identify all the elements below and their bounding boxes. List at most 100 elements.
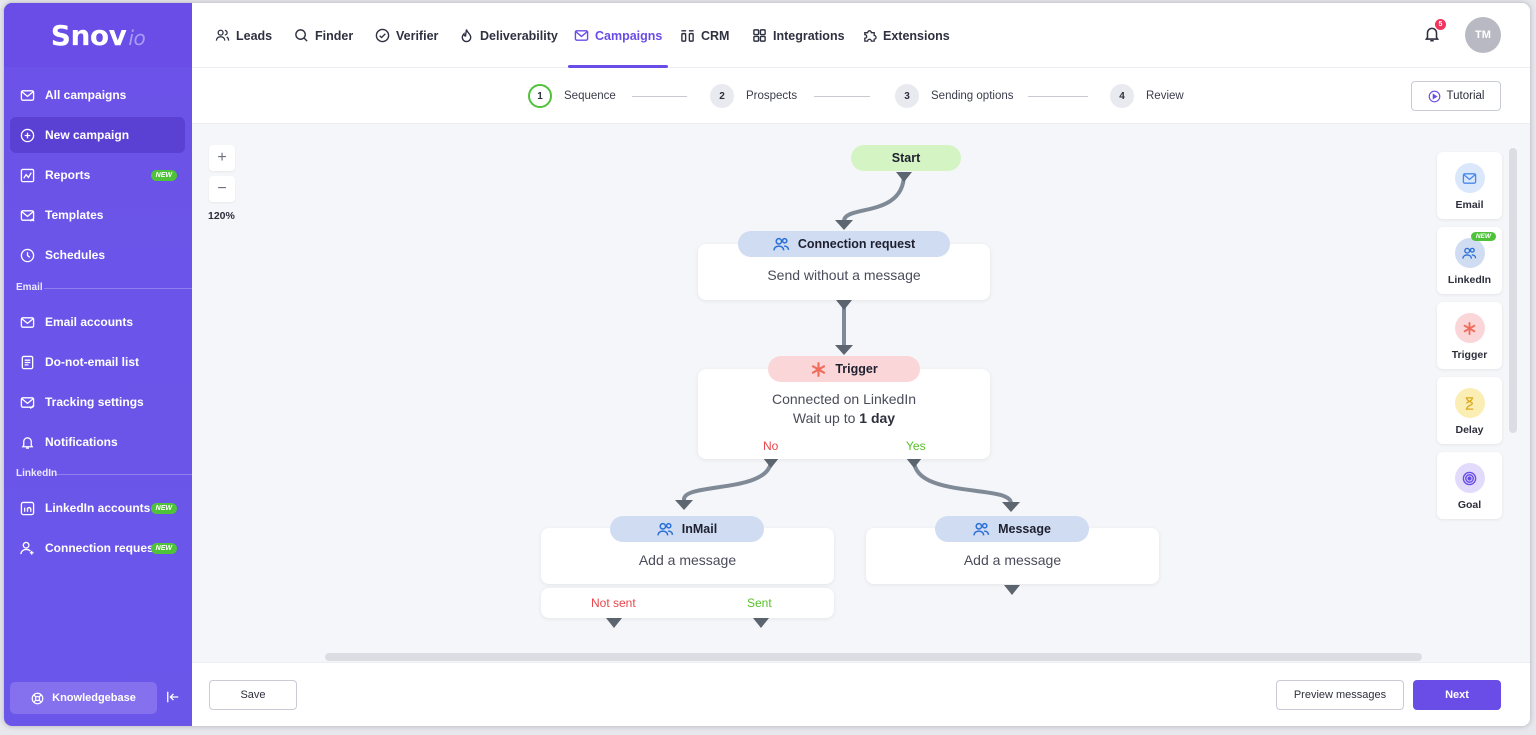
sidebar-section-linkedin: LinkedIn	[4, 468, 192, 479]
mail-icon	[20, 316, 35, 328]
inmail-title: InMail	[681, 522, 718, 536]
sidebar-section-email: Email	[4, 282, 192, 293]
users-icon	[1462, 247, 1477, 259]
connector-trigger-to-inmail	[682, 458, 773, 502]
palette-goal-icon-wrap	[1454, 463, 1485, 493]
step-number: 3	[895, 84, 919, 108]
inmail-branch-sent: Sent	[747, 596, 772, 610]
trigger-branch-no: No	[763, 439, 779, 453]
sidebar-item-label: Email accounts	[45, 315, 134, 329]
palette-goal[interactable]: Goal	[1437, 452, 1502, 519]
sidebar-item-label: Templates	[45, 208, 104, 222]
notifications-bell-icon[interactable]	[1423, 25, 1441, 43]
horizontal-scrollbar[interactable]	[325, 653, 1422, 661]
knowledgebase-button[interactable]: Knowledgebase	[10, 682, 157, 714]
palette-email[interactable]: Email	[1437, 152, 1502, 219]
nav-deliverability[interactable]: Deliverability	[459, 3, 558, 68]
trigger-node[interactable]: Connected on LinkedIn Wait up to 1 day	[698, 369, 990, 459]
step-label: Prospects	[746, 90, 798, 102]
brand-name: Snov	[50, 18, 127, 52]
clock-icon	[20, 248, 35, 262]
step-sequence[interactable]: 1 Sequence	[528, 83, 616, 109]
message-body: Add a message	[963, 552, 1062, 568]
sidebar-item-tracking-settings[interactable]: Tracking settings	[10, 384, 185, 420]
campaign-steps-bar: 1 Sequence 2 Prospects 3 Sending options…	[192, 68, 1530, 124]
zoom-in-button[interactable]: +	[209, 145, 235, 171]
new-badge: NEW	[150, 542, 177, 554]
sidebar-item-schedules[interactable]: Schedules	[10, 237, 185, 273]
sidebar-item-all-campaigns[interactable]: All campaigns	[10, 77, 185, 113]
vertical-scrollbar[interactable]	[1509, 148, 1517, 433]
lifebuoy-icon	[31, 692, 44, 704]
check-circle-icon	[375, 28, 390, 43]
step-sending-options[interactable]: 3 Sending options	[895, 83, 1013, 109]
arrow-trigger-no-out	[763, 458, 779, 468]
nav-label: Finder	[315, 28, 354, 43]
inmail-branch-not-sent: Not sent	[591, 596, 636, 610]
step-review[interactable]: 4 Review	[1110, 83, 1184, 109]
preview-messages-button[interactable]: Preview messages	[1276, 680, 1404, 710]
footer-bar: Save Preview messages Next	[192, 662, 1530, 726]
message-header[interactable]: Message	[935, 516, 1089, 542]
palette-linkedin[interactable]: NEW LinkedIn	[1437, 227, 1502, 294]
target-icon	[1462, 471, 1477, 485]
step-connector	[1028, 96, 1088, 97]
inmail-branches: Not sent Sent	[541, 588, 834, 618]
nav-finder[interactable]: Finder	[294, 3, 353, 68]
arrow-inmail-in	[675, 500, 693, 510]
list-doc-icon	[21, 355, 34, 369]
save-button[interactable]: Save	[209, 680, 297, 710]
sidebar-item-linkedin-accounts[interactable]: LinkedIn accounts NEW	[10, 490, 185, 526]
sidebar-item-email-accounts[interactable]: Email accounts	[10, 304, 185, 340]
palette-delay[interactable]: Delay	[1437, 377, 1502, 444]
nav-campaigns[interactable]: Campaigns	[567, 3, 669, 68]
hourglass-icon	[1465, 396, 1474, 410]
nav-label: Integrations	[773, 28, 845, 43]
nav-leads[interactable]: Leads	[215, 3, 272, 68]
connector-trigger-to-message	[912, 458, 1013, 505]
arrow-inmail-sent-out	[753, 618, 769, 628]
puzzle-icon	[864, 30, 877, 42]
inmail-header[interactable]: InMail	[610, 516, 764, 542]
flame-icon	[461, 29, 472, 43]
sidebar-item-do-not-email[interactable]: Do-not-email list	[10, 344, 185, 380]
linkedin-users-icon	[657, 522, 673, 535]
trigger-wait-duration: 1 day	[859, 410, 896, 426]
connection-request-header[interactable]: Connection request	[738, 231, 950, 257]
step-label: Sending options	[931, 90, 1014, 102]
step-prospects[interactable]: 2 Prospects	[710, 83, 797, 109]
step-number: 2	[710, 84, 734, 108]
nav-crm[interactable]: CRM	[680, 3, 729, 68]
sequence-canvas[interactable]: + − 120% Start Send without a message Co…	[192, 124, 1530, 662]
sidebar-item-reports[interactable]: Reports NEW	[10, 157, 185, 193]
nav-verifier[interactable]: Verifier	[375, 3, 438, 68]
notification-count-badge: 5	[1435, 19, 1446, 30]
sidebar-item-label: Schedules	[45, 248, 106, 262]
palette-label: Email	[1455, 199, 1484, 211]
tutorial-button[interactable]: Tutorial	[1411, 81, 1501, 111]
nav-extensions[interactable]: Extensions	[862, 3, 950, 68]
trigger-header[interactable]: Trigger	[768, 356, 920, 382]
sidebar-item-label: All campaigns	[45, 88, 127, 102]
sidebar-item-label: Reports	[45, 168, 91, 182]
connector-start-to-connection	[842, 172, 906, 224]
next-button[interactable]: Next	[1413, 680, 1501, 710]
arrow-trigger-in	[835, 345, 853, 355]
sidebar-item-notifications[interactable]: Notifications	[10, 424, 185, 460]
collapse-sidebar-icon[interactable]	[166, 690, 180, 704]
arrow-message-in	[1002, 502, 1020, 512]
tutorial-label: Tutorial	[1446, 90, 1485, 102]
sidebar-item-templates[interactable]: Templates	[10, 197, 185, 233]
start-node[interactable]: Start	[851, 145, 961, 171]
sidebar-item-connection-requests[interactable]: Connection requests NEW	[10, 530, 185, 566]
sidebar-item-new-campaign[interactable]: New campaign	[10, 117, 185, 153]
user-avatar[interactable]: TM	[1465, 17, 1501, 53]
nav-label: CRM	[701, 28, 730, 43]
sidebar-item-label: Connection requests	[45, 541, 165, 555]
palette-trigger[interactable]: Trigger	[1437, 302, 1502, 369]
nav-integrations[interactable]: Integrations	[752, 3, 845, 68]
connection-request-body: Send without a message	[767, 267, 921, 283]
zoom-out-button[interactable]: −	[209, 176, 235, 202]
